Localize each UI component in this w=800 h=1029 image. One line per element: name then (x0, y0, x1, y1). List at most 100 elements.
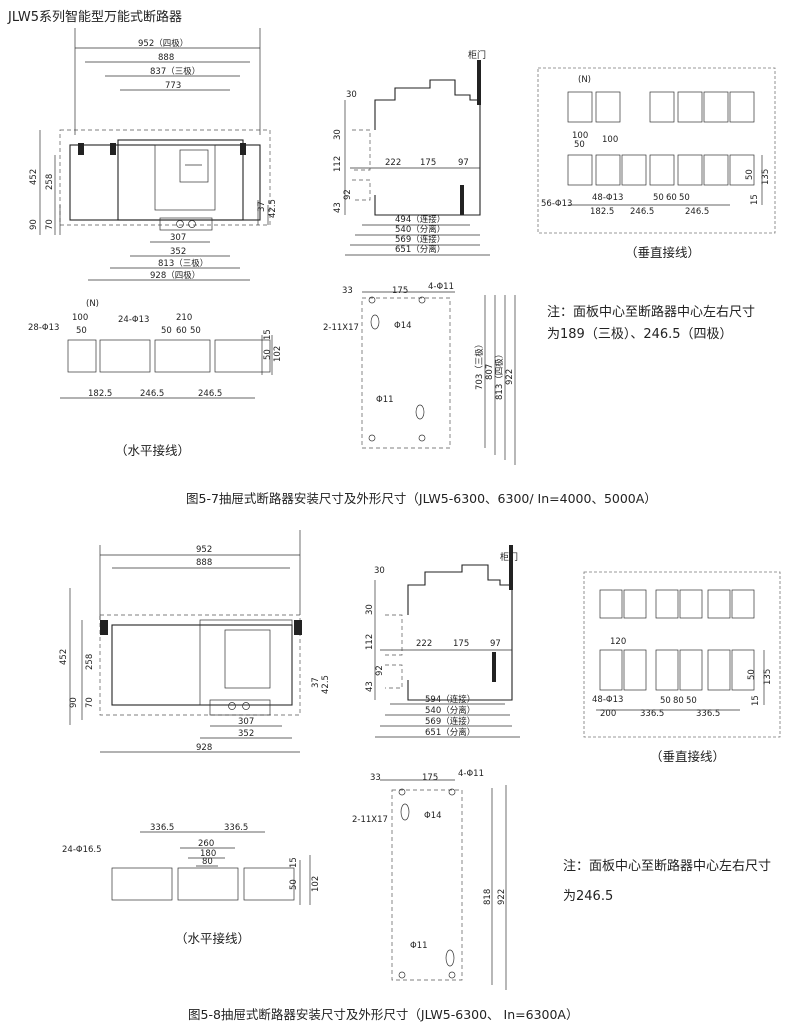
fig8-side-dim-92: 92 (375, 665, 385, 676)
fig7-horz-dim-50c: 50 (263, 349, 273, 360)
fig7-mount-dim-33: 33 (342, 286, 353, 296)
fig7-horz-dim-182-5: 182.5 (88, 389, 112, 399)
fig7-vert-dim-135: 135 (761, 169, 771, 185)
fig8-horizontal-label: （水平接线） (175, 931, 251, 946)
fig8-note-line1: 注：面板中心至断路器中心左右尺寸 (563, 859, 772, 874)
fig7-mount-dim-703: 703（三极） (474, 340, 485, 390)
fig7-front-dim-888: 888 (158, 53, 174, 63)
fig7-vert-dim-50b: 50 (653, 193, 664, 203)
fig8-note: 注：面板中心至断路器中心左右尺寸 为246.5 (563, 856, 771, 908)
fig7-side-dim-92: 92 (343, 189, 353, 200)
fig8-vert-hole-48: 48-Φ13 (592, 695, 623, 705)
fig8-vertical-connection: 120 48-Φ13 200 336.5 336.5 50 80 50 50 1… (583, 571, 781, 738)
fig8-note-line2: 为246.5 (563, 889, 614, 904)
fig7-side-cabinet-door: 柜门 (468, 49, 486, 61)
fig7-mount-phi14: Φ14 (394, 321, 412, 331)
fig8-front-view: 952 888 452 258 90 70 37 42.5 307 352 92… (59, 530, 331, 753)
fig8-mounting-plan: 33 175 4-Φ11 2-11X17 Φ14 Φ11 818 922 (352, 769, 507, 990)
fig7-front-dim-258: 258 (45, 174, 55, 190)
fig7-mount-slot: 2-11X17 (323, 323, 359, 333)
fig7-side-dim-651: 651（分离） (395, 244, 445, 255)
fig8-horz-dim-336-5b: 336.5 (224, 823, 248, 833)
fig7-side-view: 柜门 30 30 112 43 92 222 175 97 494（连接） 54… (333, 49, 490, 256)
fig7-vert-dim-246-5b: 246.5 (685, 207, 709, 217)
fig8-horz-dim-80: 80 (202, 857, 213, 867)
fig7-horz-n: (N) (86, 299, 99, 309)
fig8-side-view: 柜门 30 30 112 43 92 222 175 97 594（连接） 54… (365, 545, 520, 738)
fig7-front-dim-813: 813（三极） (158, 258, 208, 269)
fig7-mount-phi11: Φ11 (376, 395, 394, 405)
fig8-side-dim-540: 540（分离） (425, 705, 475, 716)
fig8-front-dim-952: 952 (196, 545, 212, 555)
fig8-front-dim-888: 888 (196, 558, 212, 568)
fig7-mount-hole-4: 4-Φ11 (428, 282, 454, 292)
fig8-horz-dim-102: 102 (311, 876, 321, 892)
fig8-vert-dim-200: 200 (600, 709, 616, 719)
fig7-vert-dim-100b: 100 (602, 135, 618, 145)
fig8-front-dim-258: 258 (85, 654, 95, 670)
fig7-front-dim-952: 952（四极） (138, 38, 188, 49)
fig8-vert-dim-50c: 50 (747, 669, 757, 680)
fig8-mount-hole-4: 4-Φ11 (458, 769, 484, 779)
fig7-vert-dim-182-5: 182.5 (590, 207, 614, 217)
fig7-front-dim-837: 837（三极） (150, 66, 200, 77)
fig8-side-dim-594: 594（连接） (425, 694, 475, 705)
fig7-horz-hole-24: 24-Φ13 (118, 315, 149, 325)
fig7-front-dim-37: 37 (257, 201, 267, 212)
fig7-horz-hole-28: 28-Φ13 (28, 323, 59, 333)
fig7-front-dim-42-5: 42.5 (268, 199, 278, 218)
fig7-side-dim-175: 175 (420, 158, 436, 168)
fig7-front-dim-773: 773 (165, 81, 181, 91)
fig7-vert-dim-15: 15 (750, 194, 760, 205)
fig7-vertical-label: （垂直接线） (625, 245, 701, 260)
fig8-vert-dim-50b: 50 (686, 696, 697, 706)
fig7-side-dim-569: 569（连接） (395, 234, 445, 245)
fig7-note-line2: 为189（三极）、246.5（四极） (547, 327, 733, 342)
fig8-side-dim-222: 222 (416, 639, 432, 649)
fig7-horz-dim-50b: 50 (190, 326, 201, 336)
fig8-side-cabinet-door: 柜门 (500, 551, 518, 563)
fig7-front-dim-70: 70 (45, 219, 55, 230)
fig8-side-dim-175: 175 (453, 639, 469, 649)
fig7-side-dim-494: 494（连接） (395, 214, 445, 225)
fig7-horz-dim-15: 15 (263, 329, 273, 340)
fig8-vertical-label: （垂直接线） (650, 749, 726, 764)
fig8-horz-dim-336-5a: 336.5 (150, 823, 174, 833)
fig7-vertical-connection: (N) 100 50 100 56-Φ13 48-Φ13 182.5 246.5… (537, 67, 776, 234)
fig7-side-dim-222: 222 (385, 158, 401, 168)
fig8-side-dim-97: 97 (490, 639, 501, 649)
fig8-horizontal-connection: 336.5 336.5 260 180 80 24-Φ16.5 15 50 10… (62, 823, 321, 905)
fig8-mount-dim-175: 175 (422, 773, 438, 783)
fig7-horz-dim-100: 100 (72, 313, 88, 323)
fig8-horz-dim-50: 50 (289, 879, 299, 890)
fig7-vert-n: (N) (578, 75, 591, 85)
fig8-vert-dim-135: 135 (763, 669, 773, 685)
fig8-side-dim-30a: 30 (374, 566, 385, 576)
fig7-vert-hole-48: 48-Φ13 (592, 193, 623, 203)
fig7-note: 注：面板中心至断路器中心左右尺寸 为189（三极）、246.5（四极） (547, 302, 755, 346)
fig7-vert-dim-50d: 50 (745, 169, 755, 180)
fig7-side-dim-30a: 30 (346, 90, 357, 100)
fig8-front-dim-307: 307 (238, 717, 254, 727)
fig8-mount-phi14: Φ14 (424, 811, 442, 821)
fig7-vert-dim-60: 60 (666, 193, 677, 203)
fig8-front-dim-452: 452 (59, 649, 69, 665)
fig8-front-dim-928: 928 (196, 743, 212, 753)
fig7-front-dim-352: 352 (170, 247, 186, 257)
fig8-side-dim-112: 112 (365, 634, 375, 650)
fig7-side-dim-43: 43 (333, 202, 343, 213)
fig8-vert-dim-15: 15 (751, 695, 761, 706)
fig8-horz-dim-260: 260 (198, 839, 214, 849)
fig7-front-view: 952（四极） 888 837（三极） 773 452 258 90 70 37… (29, 28, 278, 281)
fig8-horz-dim-15: 15 (289, 857, 299, 868)
fig7-horizontal-connection: (N) 28-Φ13 100 50 24-Φ13 210 50 60 50 15… (28, 299, 283, 399)
fig8-mount-phi11: Φ11 (410, 941, 428, 951)
fig7-mount-dim-175: 175 (392, 286, 408, 296)
fig8-side-dim-651: 651（分离） (425, 727, 475, 738)
fig8-mount-slot: 2-11X17 (352, 815, 388, 825)
fig7-mount-dim-813: 813（四极） (494, 350, 505, 400)
page-title: JLW5系列智能型万能式断路器 (8, 10, 183, 25)
fig8-mount-dim-33: 33 (370, 773, 381, 783)
fig7-side-dim-112: 112 (333, 156, 343, 172)
